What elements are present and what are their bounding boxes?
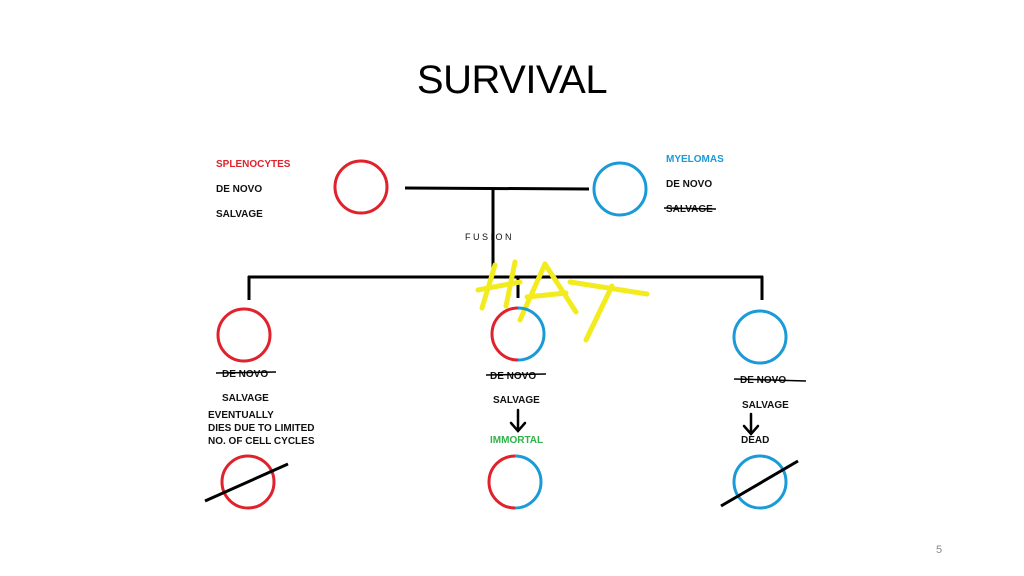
middle-denovo-label: DE NOVO bbox=[490, 371, 536, 382]
fusion-label: F U S I O N bbox=[465, 232, 512, 242]
myelomas-salvage-label: SALVAGE bbox=[666, 204, 713, 215]
right-down-arrow bbox=[742, 412, 760, 436]
fusion-bar bbox=[404, 186, 590, 191]
right-final-cell-crossout bbox=[720, 459, 799, 508]
splenocyte-cell bbox=[333, 159, 389, 215]
left-note-line-3: NO. OF CELL CYCLES bbox=[208, 436, 315, 447]
myelomas-label: MYELOMAS bbox=[666, 154, 724, 165]
left-salvage-label: SALVAGE bbox=[222, 393, 269, 404]
middle-denovo-strike bbox=[485, 373, 547, 376]
right-salvage-label: SALVAGE bbox=[742, 400, 789, 411]
middle-hybrid-cell-blue bbox=[517, 306, 546, 362]
myelomas-denovo-label: DE NOVO bbox=[666, 179, 712, 190]
left-final-cell-crossout bbox=[204, 462, 289, 503]
final-immortal-cell-blue bbox=[514, 454, 543, 510]
middle-hybrid-cell-red bbox=[490, 306, 519, 362]
hat-medium-handwriting bbox=[475, 259, 650, 343]
right-hybrid-cell bbox=[732, 309, 788, 365]
left-final-cell bbox=[220, 454, 276, 510]
myelomas-salvage-strike bbox=[663, 207, 717, 210]
middle-immortal-label: IMMORTAL bbox=[490, 435, 543, 446]
left-denovo-strike bbox=[215, 371, 277, 374]
right-dead-label: DEAD bbox=[741, 435, 769, 446]
left-hybrid-cell bbox=[216, 307, 272, 363]
middle-down-arrow bbox=[509, 408, 527, 433]
splenocytes-denovo-label: DE NOVO bbox=[216, 184, 262, 195]
right-denovo-strike bbox=[733, 378, 807, 382]
final-immortal-cell-red bbox=[487, 454, 516, 510]
page-number: 5 bbox=[936, 544, 943, 556]
left-note-line-2: DIES DUE TO LIMITED bbox=[208, 423, 315, 434]
left-denovo-label: DE NOVO bbox=[222, 369, 268, 380]
right-final-cell bbox=[732, 454, 788, 510]
middle-salvage-label: SALVAGE bbox=[493, 395, 540, 406]
splenocytes-salvage-label: SALVAGE bbox=[216, 209, 263, 220]
left-note-line-1: EVENTUALLY bbox=[208, 410, 274, 421]
slide-title: SURVIVAL bbox=[416, 58, 608, 102]
splenocytes-label: SPLENOCYTES bbox=[216, 159, 291, 170]
myeloma-cell bbox=[592, 161, 648, 217]
